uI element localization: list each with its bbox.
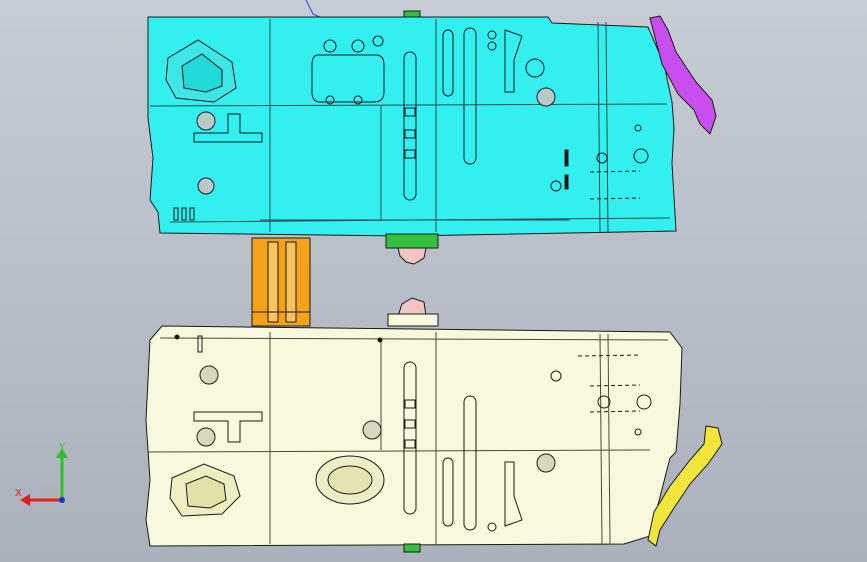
slot-mark [404, 129, 416, 139]
hole [196, 111, 216, 131]
mark [564, 149, 569, 167]
hole [596, 152, 608, 164]
pocket-hole [353, 95, 363, 105]
hole [196, 427, 216, 447]
dot [174, 334, 180, 340]
lower-die[interactable] [145, 325, 683, 547]
pocket-hole [323, 39, 337, 53]
slot [463, 395, 477, 531]
upper-die-body [147, 16, 677, 237]
hole [536, 87, 556, 107]
pink-part-upper[interactable] [397, 247, 427, 265]
slider-body [251, 237, 311, 327]
dash-line [577, 354, 641, 357]
z-axis [59, 497, 65, 503]
slot-mark [404, 399, 416, 409]
hole [372, 35, 384, 47]
slider-rib [285, 241, 297, 323]
small-slot [173, 207, 179, 221]
hole [633, 148, 649, 164]
hole [536, 453, 556, 473]
wire-line [305, 0, 323, 19]
green-connector-upper[interactable] [385, 233, 439, 249]
hole [636, 394, 652, 410]
coordinate-triad-icon: Y X [15, 442, 68, 506]
hole [597, 395, 611, 409]
angled-groove [504, 461, 523, 527]
yellow-insert[interactable] [647, 425, 723, 547]
hole [634, 124, 642, 132]
angled-groove [504, 29, 523, 93]
pocket-hole [325, 95, 335, 105]
lower-oval-inner [327, 465, 373, 495]
upper-die-lines [149, 19, 671, 233]
hole [199, 365, 219, 385]
dash-line [589, 197, 641, 200]
upper-die[interactable] [147, 0, 677, 237]
dash-line [589, 384, 641, 387]
pink-part-lower[interactable] [397, 297, 427, 317]
upper-pocket [311, 54, 385, 103]
slot-mark [404, 439, 416, 449]
slot-mark [404, 149, 416, 159]
small-slot [189, 207, 195, 221]
orange-slider[interactable] [251, 237, 311, 327]
lower-boss-inner [185, 475, 227, 509]
dot [377, 337, 383, 343]
x-arrow [20, 494, 30, 506]
upper-boss-inner [181, 53, 223, 93]
slot-mark [404, 107, 416, 117]
slot-mark [404, 419, 416, 429]
slot [403, 51, 417, 201]
l-groove [193, 411, 263, 443]
slot [403, 361, 417, 515]
hole [525, 58, 545, 78]
mark [564, 174, 569, 190]
green-tab-bottom [403, 543, 421, 553]
triad-plane [42, 486, 62, 500]
y-axis-label: Y [58, 442, 66, 453]
hole [362, 420, 382, 440]
x-axis-label: X [15, 488, 22, 499]
small-slot [181, 207, 187, 221]
lower-connector[interactable] [387, 313, 439, 327]
dash-line [589, 410, 641, 413]
slot [463, 27, 477, 165]
hole [197, 177, 215, 195]
y-arrow [56, 448, 68, 458]
hole [487, 41, 497, 51]
lower-die-body [145, 325, 683, 547]
hole [550, 180, 562, 192]
slot [442, 29, 454, 97]
l-groove [193, 113, 263, 143]
hole [634, 428, 642, 436]
hole [550, 370, 562, 382]
small-slot [197, 335, 203, 353]
purple-insert[interactable] [649, 15, 717, 135]
lower-die-lines [147, 332, 669, 545]
pocket-hole [351, 39, 365, 53]
hole [487, 522, 497, 532]
slot [442, 457, 454, 527]
slider-rib [267, 241, 279, 323]
dash-line [589, 170, 641, 173]
hole [487, 30, 497, 40]
